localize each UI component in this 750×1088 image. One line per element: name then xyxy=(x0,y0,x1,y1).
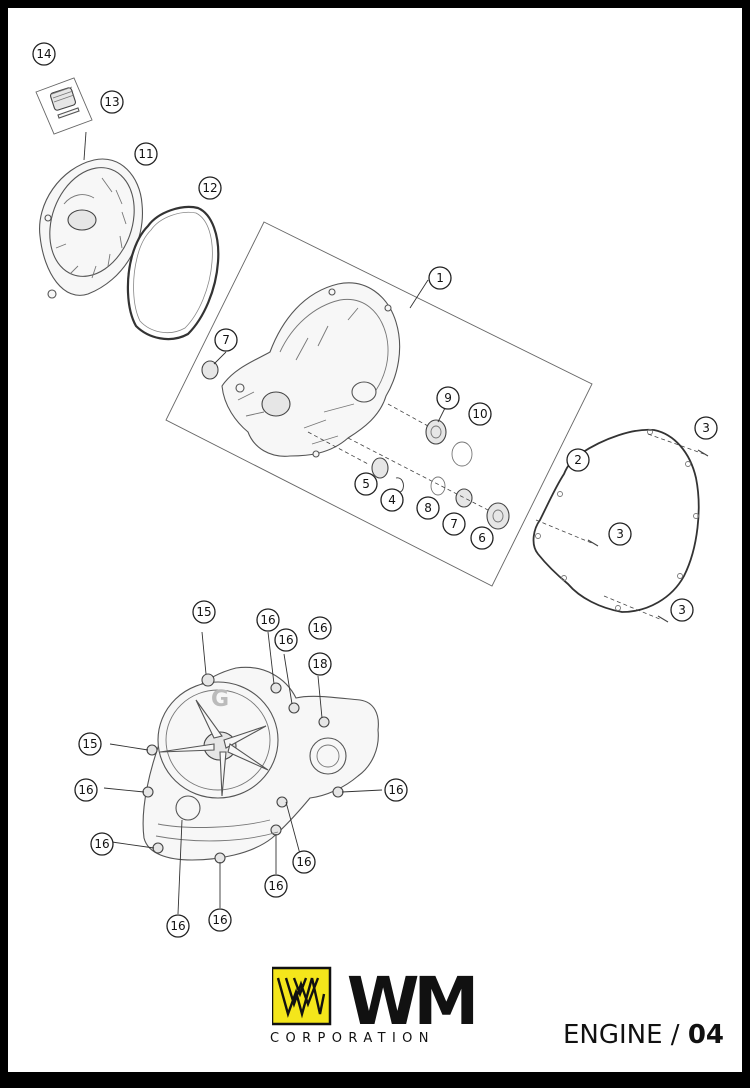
callout-11: 11 xyxy=(134,142,158,166)
callout-12: 12 xyxy=(198,176,222,200)
svg-text:18: 18 xyxy=(312,657,327,671)
svg-text:5: 5 xyxy=(362,477,370,491)
callout-1: 1 xyxy=(428,266,452,290)
svg-text:14: 14 xyxy=(36,47,51,61)
callout-8: 8 xyxy=(416,496,440,520)
svg-text:1: 1 xyxy=(436,271,444,285)
part-3-bolts xyxy=(535,433,709,623)
callout-16-left-b: 16 xyxy=(90,832,114,856)
wm-corporation-logo: WM xyxy=(272,964,480,1040)
callout-7-lower: 7 xyxy=(442,512,466,536)
svg-text:15: 15 xyxy=(196,605,211,619)
callout-16-bottom-d: 16 xyxy=(166,914,190,938)
brand-subtitle: CORPORATION xyxy=(270,1031,435,1046)
svg-text:3: 3 xyxy=(616,527,624,541)
svg-text:16: 16 xyxy=(78,783,93,797)
callout-16-top-a: 16 xyxy=(256,608,280,632)
part-7-seal-left xyxy=(201,360,219,380)
section-name: ENGINE / xyxy=(562,1020,688,1050)
svg-text:3: 3 xyxy=(678,603,686,617)
svg-text:7: 7 xyxy=(222,333,230,347)
part-2-clutch-cover-gasket xyxy=(532,428,700,613)
callout-9: 9 xyxy=(436,386,460,410)
section-number: 04 xyxy=(687,1020,724,1050)
logo-yellow-badge xyxy=(272,966,332,1026)
part-6-bearing xyxy=(486,502,510,530)
svg-text:16: 16 xyxy=(312,621,327,635)
svg-text:3: 3 xyxy=(702,421,710,435)
callout-15-left: 15 xyxy=(78,732,102,756)
svg-text:7: 7 xyxy=(450,517,458,531)
callout-16-top-c: 16 xyxy=(308,616,332,640)
svg-text:12: 12 xyxy=(202,181,217,195)
callout-3-top: 3 xyxy=(694,416,718,440)
logo-badge-pattern xyxy=(276,977,326,1019)
part-8-ring xyxy=(430,476,446,496)
callout-16-bottom-a: 16 xyxy=(292,850,316,874)
svg-text:16: 16 xyxy=(296,855,311,869)
part-9-bearing xyxy=(425,419,447,445)
svg-text:6: 6 xyxy=(478,531,486,545)
logo-wordmark: WM xyxy=(347,964,474,1040)
svg-text:16: 16 xyxy=(268,879,283,893)
callout-2: 2 xyxy=(566,448,590,472)
svg-text:4: 4 xyxy=(388,493,396,507)
part-1-group-frame xyxy=(165,221,593,587)
callout-16-top-b: 16 xyxy=(274,628,298,652)
clutch-cover-assembly: G xyxy=(142,666,379,864)
svg-text:2: 2 xyxy=(574,453,582,467)
exploded-view-diagram: G xyxy=(32,42,718,938)
callout-3-bottom: 3 xyxy=(670,598,694,622)
part-4-circlip xyxy=(395,477,404,493)
callout-16-bottom-b: 16 xyxy=(264,874,288,898)
callout-14: 14 xyxy=(32,42,56,66)
callout-16-left-a: 16 xyxy=(74,778,98,802)
part-14-filler-plug xyxy=(35,77,93,135)
parts-diagram-page: G xyxy=(8,8,742,1072)
part-1-inner-clutch-cover xyxy=(221,282,401,458)
part-11-ignition-cover xyxy=(39,131,144,299)
part-5-seal xyxy=(371,457,389,479)
svg-text:13: 13 xyxy=(104,95,119,109)
callout-5: 5 xyxy=(354,472,378,496)
callout-15-top: 15 xyxy=(192,600,216,624)
svg-text:9: 9 xyxy=(444,391,452,405)
svg-text:16: 16 xyxy=(388,783,403,797)
svg-text:16: 16 xyxy=(170,919,185,933)
part-10-o-ring xyxy=(451,441,473,467)
svg-text:11: 11 xyxy=(138,147,153,161)
callout-3-mid: 3 xyxy=(608,522,632,546)
part-12-ignition-gasket xyxy=(126,205,220,341)
callout-10: 10 xyxy=(468,402,492,426)
part-7-seal-right xyxy=(455,488,473,508)
small-parts-group xyxy=(201,360,510,530)
cover-logo-emboss: G xyxy=(211,687,229,712)
svg-text:16: 16 xyxy=(260,613,275,627)
callout-7-upper: 7 xyxy=(214,328,238,352)
svg-text:8: 8 xyxy=(424,501,432,515)
callout-6: 6 xyxy=(470,526,494,550)
svg-text:10: 10 xyxy=(472,407,487,421)
callout-4: 4 xyxy=(380,488,404,512)
svg-text:16: 16 xyxy=(212,913,227,927)
callout-18: 18 xyxy=(308,652,332,676)
svg-text:16: 16 xyxy=(278,633,293,647)
callout-16-bottom-c: 16 xyxy=(208,908,232,932)
callout-16-right: 16 xyxy=(384,778,408,802)
svg-text:15: 15 xyxy=(82,737,97,751)
svg-text:16: 16 xyxy=(94,837,109,851)
callout-13: 13 xyxy=(100,90,124,114)
section-label: ENGINE / 04 xyxy=(563,1020,724,1050)
